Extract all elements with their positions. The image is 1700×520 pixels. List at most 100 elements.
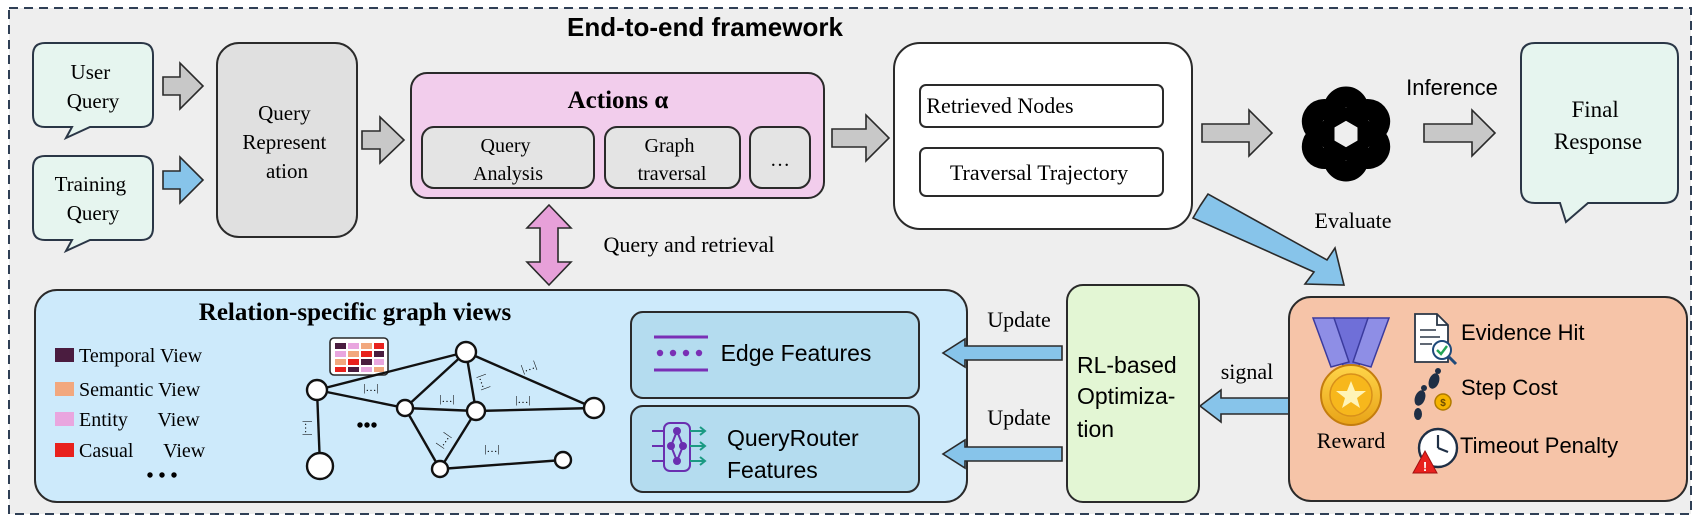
legend-label-temporal: Temporal View <box>79 345 203 367</box>
query-representation-line1: Query <box>258 101 311 125</box>
action-graph-traversal-line1: Graph <box>645 135 695 157</box>
query-router-icon <box>652 422 707 472</box>
action-query-analysis <box>421 126 595 189</box>
edge-features-box <box>630 311 920 399</box>
legend-label-semantic: Semantic View <box>79 379 201 401</box>
medal-icon <box>1311 317 1391 426</box>
graph-node <box>305 451 335 481</box>
matrix-icon <box>329 337 389 376</box>
retrieved-panel: Retrieved Nodes Traversal Trajectory <box>893 42 1193 230</box>
diagram-title: End-to-end framework <box>567 12 843 42</box>
retrieved-nodes-label: Retrieved Nodes <box>926 93 1073 118</box>
query-representation-line2: Represent <box>242 130 326 154</box>
arrow-update-router <box>941 438 1063 470</box>
action-more <box>749 126 811 189</box>
svg-text:Final Response: Final Response <box>1554 97 1642 154</box>
evaluate-label: Evaluate <box>1315 208 1392 233</box>
final-response-bubble: Final Response <box>1520 42 1679 224</box>
user-query-line1: User <box>71 60 111 84</box>
legend-label-casual: Casual View <box>79 440 206 462</box>
edge-label: |…| <box>439 393 454 405</box>
edge-label: |…| <box>476 373 493 392</box>
update-label-edge: Update <box>987 307 1051 332</box>
rl-line1: RL-based <box>1077 352 1177 378</box>
graph-views-panel: Relation-specific graph views Temporal V… <box>34 289 968 503</box>
legend-swatch-casual <box>55 443 74 457</box>
edge-label: |…| <box>302 420 314 435</box>
edge-label: |…| <box>484 443 499 455</box>
legend-swatch-entity <box>55 412 74 426</box>
query-representation-box: Query Represent ation <box>216 42 358 238</box>
action-query-analysis-line2: Analysis <box>473 163 543 185</box>
training-query-line2: Query <box>67 201 120 225</box>
edge-features-icon <box>654 335 708 372</box>
training-query-bubble: Training Query <box>32 155 154 254</box>
svg-text:User Query: User Query <box>67 60 120 113</box>
document-check-icon <box>1414 313 1458 366</box>
graph-node <box>454 340 478 364</box>
user-query-line2: Query <box>67 89 120 113</box>
actions-box: Actions α Query Analysis Graph traversal… <box>410 72 825 199</box>
arrow-retrieved-to-llm <box>1201 108 1274 158</box>
signal-label: signal <box>1221 359 1274 384</box>
legend-label-entity: Entity View <box>79 409 200 431</box>
action-graph-traversal <box>604 126 741 189</box>
final-response-line2: Response <box>1554 129 1642 154</box>
query-router-line1: QueryRouter <box>727 425 859 451</box>
retrieved-nodes-box <box>919 84 1164 128</box>
arrow-update-edge <box>941 337 1063 369</box>
arrow-llm-to-response <box>1423 108 1497 158</box>
svg-text:QueryRouter Features: QueryRouter Features <box>727 425 865 483</box>
user-query-bubble: User Query <box>32 42 154 141</box>
rl-optimization-box: RL-based Optimiza- tion <box>1066 284 1200 503</box>
arrow-evaluate <box>1191 192 1346 286</box>
reward-item-step-cost: Step Cost <box>1461 375 1558 400</box>
legend-more: • • • <box>146 465 177 487</box>
rl-line2: Optimiza- <box>1077 383 1175 409</box>
final-response-line1: Final <box>1571 97 1618 122</box>
svg-text:Query Analysis: Query Analysis <box>473 135 543 185</box>
graph-node <box>582 396 606 420</box>
arrow-representation-to-actions <box>361 115 406 165</box>
llm-logo-icon <box>1301 86 1391 182</box>
svg-text:!: ! <box>1423 459 1427 474</box>
query-router-features-box <box>630 405 920 493</box>
query-representation-line3: ation <box>266 159 308 183</box>
traversal-trajectory-box <box>919 147 1164 197</box>
graph-node <box>395 398 415 418</box>
svg-text:RL-based Optimiza-: RL-based Optimiza- tion <box>1077 352 1183 442</box>
edge-label: |…| <box>520 359 539 376</box>
edge-features-label: Edge Features <box>721 340 872 366</box>
legend-swatch-temporal <box>55 348 74 362</box>
footsteps-coin-icon: $ <box>1414 368 1452 420</box>
reward-label: Reward <box>1317 428 1385 453</box>
action-query-analysis-line1: Query <box>481 135 531 157</box>
edge-label: |…| <box>515 394 530 406</box>
training-query-line1: Training <box>55 172 127 196</box>
reward-item-evidence-hit: Evidence Hit <box>1461 320 1585 345</box>
traversal-trajectory-label: Traversal Trajectory <box>950 160 1128 185</box>
query-router-line2: Features <box>727 457 818 483</box>
clock-warning-icon: ! <box>1412 427 1459 474</box>
query-retrieval-label: Query and retrieval <box>603 232 774 257</box>
update-label-router: Update <box>987 405 1051 430</box>
graph-node <box>305 378 329 402</box>
reward-panel: Reward Evidence Hit $ Step Cost <box>1288 296 1688 502</box>
arrow-query-retrieval <box>525 203 573 287</box>
reward-item-timeout-penalty: Timeout Penalty <box>1460 433 1618 458</box>
svg-text:$: $ <box>1440 398 1446 409</box>
arrow-training-to-representation <box>162 155 205 205</box>
action-graph-traversal-line2: traversal <box>638 163 707 185</box>
actions-title: Actions α <box>568 87 669 114</box>
arrow-user-to-representation <box>162 61 205 111</box>
graph-more: ••• <box>356 415 377 437</box>
svg-text:Graph traversal: Graph traversal <box>638 135 707 185</box>
svg-text:Training Query: Training Query <box>55 172 132 225</box>
inference-label: Inference <box>1406 75 1498 100</box>
legend-swatch-semantic <box>55 382 74 396</box>
arrow-signal <box>1198 388 1291 424</box>
arrow-actions-to-retrieved <box>831 113 891 163</box>
graph-node <box>465 400 487 422</box>
